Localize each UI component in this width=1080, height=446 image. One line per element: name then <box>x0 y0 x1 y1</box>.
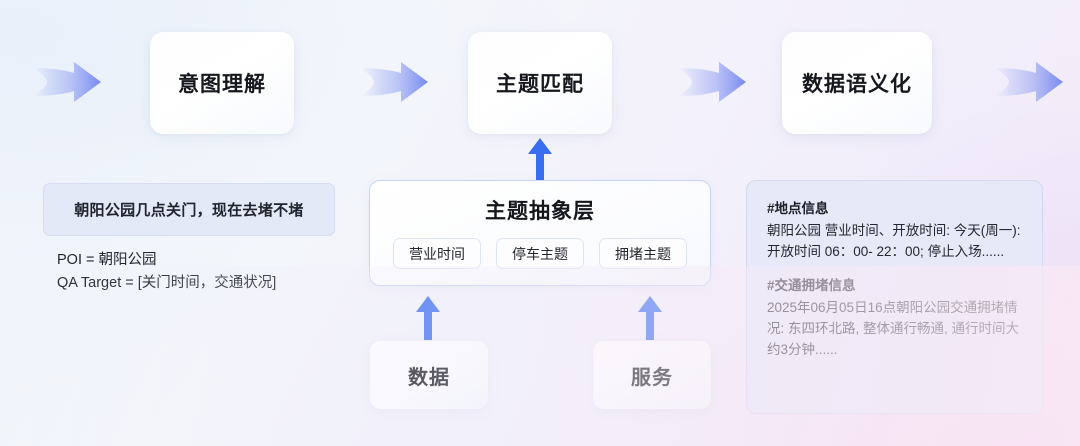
abstraction-chip-business-hours[interactable]: 营业时间 <box>393 238 481 269</box>
output-section-heading: #地点信息 <box>767 201 829 216</box>
chevron-right-icon <box>360 56 430 108</box>
arrow-up-icon <box>637 296 663 340</box>
abstraction-layer-title: 主题抽象层 <box>485 200 595 223</box>
chevron-right-icon <box>678 56 748 108</box>
stage-card-semantic[interactable]: 数据语义化 <box>782 32 932 134</box>
output-section-body: 2025年06月05日16点朝阳公园交通拥堵情况: 东四环北路, 整体通行畅通,… <box>767 300 1020 357</box>
source-box-label: 数据 <box>408 366 450 389</box>
query-annotations: POI = 朝阳公园 QA Target = [关门时间，交通状况] <box>57 249 357 295</box>
stage-card-intent[interactable]: 意图理解 <box>150 32 294 134</box>
annotation-poi: POI = 朝阳公园 <box>57 252 157 268</box>
user-query-bubble: 朝阳公园几点关门，现在去堵不堵 <box>43 183 335 236</box>
output-section-heading: #交通拥堵信息 <box>767 278 856 293</box>
chevron-right-icon <box>33 56 103 108</box>
stage-card-label: 意图理解 <box>178 73 266 96</box>
chevron-right-icon <box>995 56 1065 108</box>
abstraction-chip-parking[interactable]: 停车主题 <box>496 238 584 269</box>
semantic-output-panel: #地点信息 朝阳公园 营业时间、开放时间: 今天(周一): 开放时间 06：00… <box>746 180 1043 414</box>
source-box-label: 服务 <box>631 366 673 389</box>
output-section-traffic: #交通拥堵信息 2025年06月05日16点朝阳公园交通拥堵情况: 东四环北路,… <box>767 276 1022 360</box>
stage-card-topic[interactable]: 主题匹配 <box>468 32 612 134</box>
stage-card-label: 数据语义化 <box>802 73 912 96</box>
abstraction-chip-row: 营业时间 停车主题 拥堵主题 <box>370 238 710 269</box>
source-box-data[interactable]: 数据 <box>370 341 488 409</box>
user-query-text: 朝阳公园几点关门，现在去堵不堵 <box>74 202 304 219</box>
source-box-service[interactable]: 服务 <box>593 341 711 409</box>
arrow-up-icon <box>527 138 553 184</box>
stage-card-label: 主题匹配 <box>496 73 584 96</box>
output-section-location: #地点信息 朝阳公园 营业时间、开放时间: 今天(周一): 开放时间 06：00… <box>767 199 1022 262</box>
output-section-body: 朝阳公园 营业时间、开放时间: 今天(周一): 开放时间 06：00- 22：0… <box>767 223 1021 259</box>
arrow-up-icon <box>415 296 441 340</box>
annotation-qa-target: QA Target = [关门时间，交通状况] <box>57 275 277 291</box>
abstraction-layer-panel: 主题抽象层 营业时间 停车主题 拥堵主题 <box>369 180 711 286</box>
abstraction-chip-congestion[interactable]: 拥堵主题 <box>599 238 687 269</box>
